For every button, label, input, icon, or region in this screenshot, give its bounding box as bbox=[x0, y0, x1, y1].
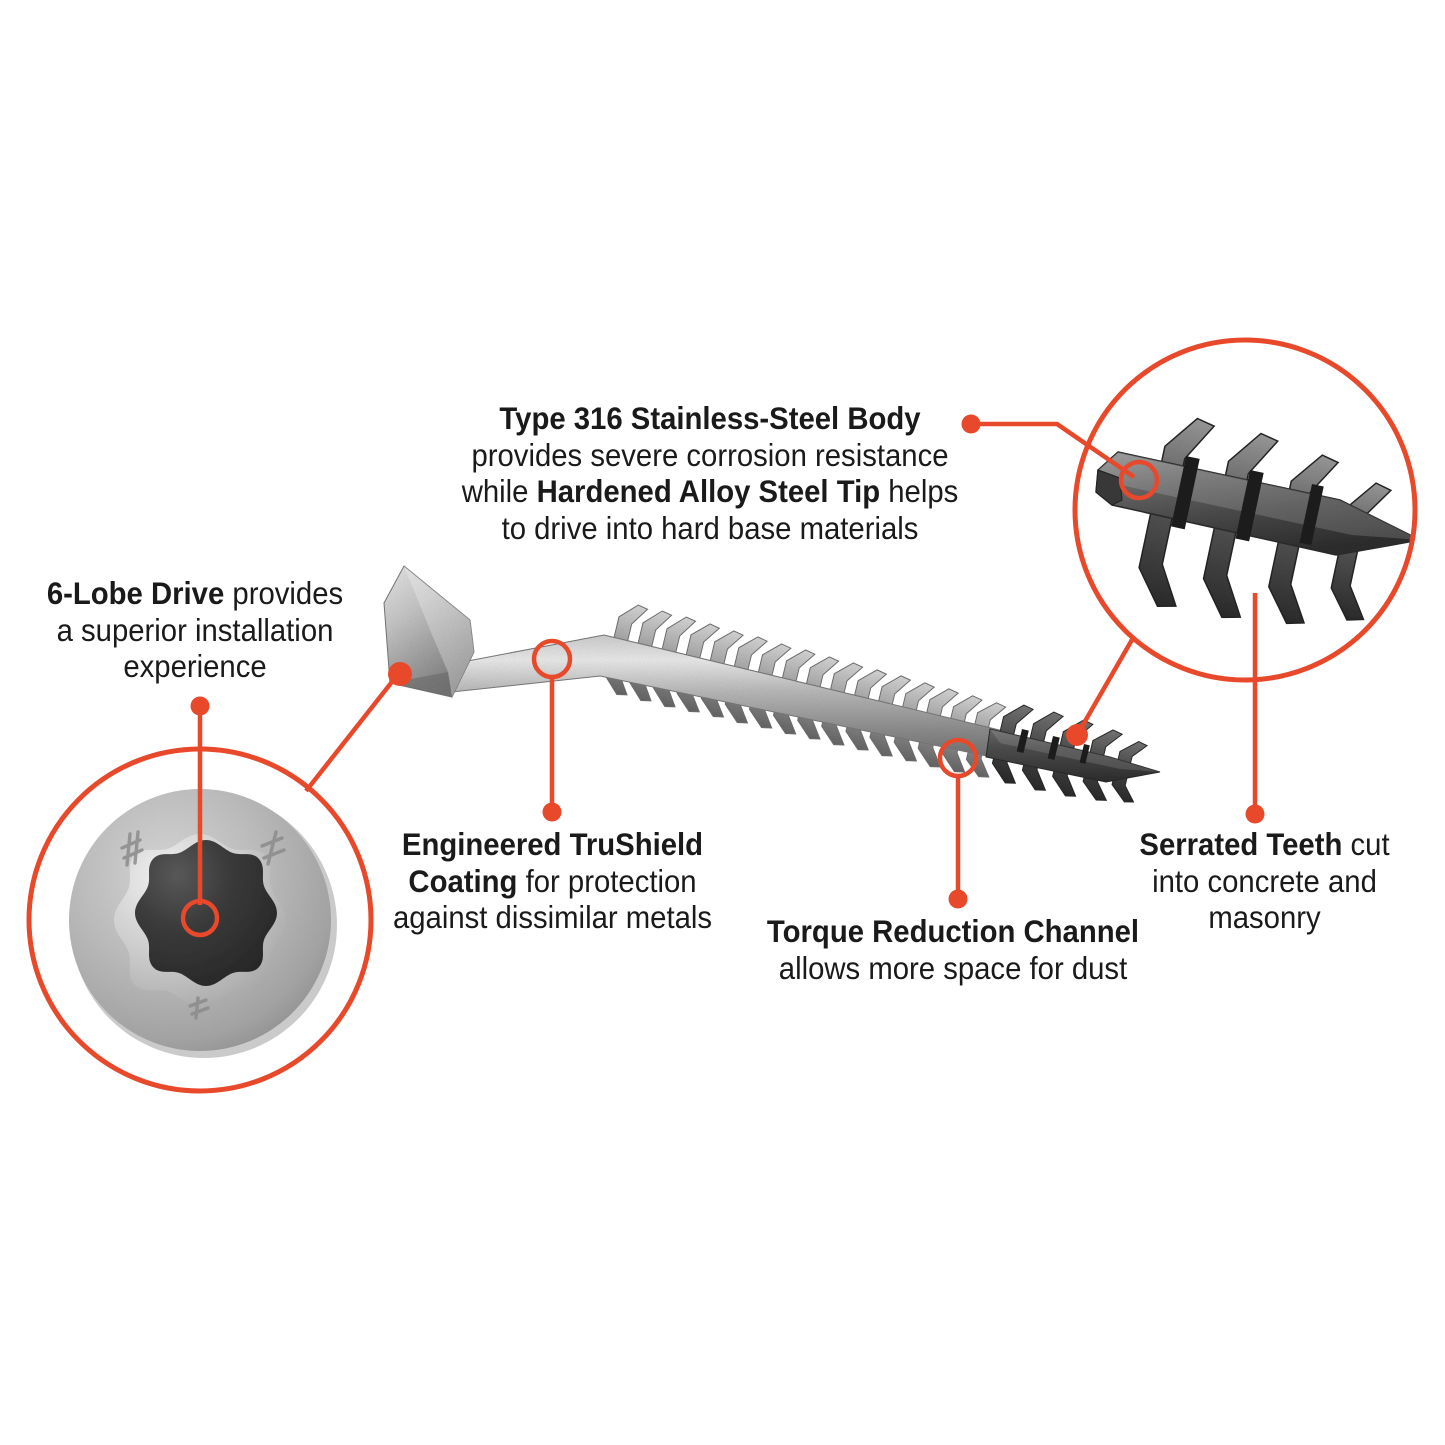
callout-torque-title: Torque Reduction Channel bbox=[766, 913, 1140, 949]
screw-illustration bbox=[383, 565, 1161, 803]
callout-lobe-drive-line1b: provides bbox=[224, 575, 344, 611]
marker-lobe-ring bbox=[180, 898, 220, 938]
magnified-serrations bbox=[1171, 455, 1324, 546]
callout-serrated-line1b: cut bbox=[1342, 826, 1390, 862]
head-embossed-marks bbox=[120, 830, 286, 1020]
callout-lobe-drive-line2: a superior installation bbox=[56, 611, 334, 648]
callout-stainless-body-line4: to drive into hard base materials bbox=[501, 509, 919, 546]
callout-stainless-body-line2: provides severe corrosion resistance bbox=[471, 436, 949, 473]
marker-serrated-dot bbox=[1245, 804, 1265, 824]
tip-detail-graphic bbox=[1072, 337, 1418, 683]
callout-stainless-body: Type 316 Stainless-Steel Body provides s… bbox=[430, 400, 990, 546]
serration-notches bbox=[1016, 729, 1090, 764]
callout-trushield-coating: Engineered TruShield Coating for protect… bbox=[370, 826, 735, 936]
callout-serrated-title: Serrated Teeth bbox=[1139, 826, 1343, 862]
callout-torque-channel: Torque Reduction Channel allows more spa… bbox=[748, 913, 1158, 986]
tip-highlight bbox=[990, 729, 1160, 772]
callout-serrated-teeth: Serrated Teeth cut into concrete and mas… bbox=[1112, 826, 1417, 936]
marker-coating-ring bbox=[531, 638, 573, 680]
leader-stainless-body bbox=[976, 421, 1136, 479]
leader-serrated-branch bbox=[1078, 636, 1135, 732]
callout-trushield-line2b: for protection bbox=[517, 862, 697, 899]
marker-lobe-dot bbox=[190, 696, 210, 716]
marker-torque-dot bbox=[948, 889, 968, 909]
callout-stainless-body-line3a: while bbox=[461, 473, 537, 510]
marker-torque-ring bbox=[937, 737, 979, 779]
callout-serrated-line3: masonry bbox=[1208, 899, 1321, 936]
marker-head-dot bbox=[388, 662, 412, 686]
callout-trushield-line3: against dissimilar metals bbox=[392, 899, 713, 936]
marker-coating-dot bbox=[542, 802, 562, 822]
screw-tip-threads bbox=[991, 704, 1149, 803]
callout-lobe-drive-line3: experience bbox=[123, 648, 267, 685]
head-highlight bbox=[404, 566, 474, 697]
head-detail-graphic bbox=[26, 746, 374, 1094]
leader-lobe-branch bbox=[304, 676, 397, 793]
callout-lobe-drive: 6-Lobe Drive provides a superior install… bbox=[10, 575, 380, 685]
callout-stainless-body-emph: Hardened Alloy Steel Tip bbox=[536, 473, 881, 510]
callout-serrated-line2: into concrete and bbox=[1152, 862, 1377, 899]
marker-stainless-body-ring bbox=[1118, 459, 1160, 501]
callout-stainless-body-title: Type 316 Stainless-Steel Body bbox=[499, 400, 921, 436]
callout-lobe-drive-title: 6-Lobe Drive bbox=[46, 575, 225, 611]
lobe-recess bbox=[135, 840, 277, 986]
callout-trushield-title: Engineered TruShield bbox=[401, 826, 704, 862]
callout-torque-line2: allows more space for dust bbox=[778, 949, 1128, 986]
marker-serrated-tip-dot bbox=[1066, 724, 1088, 746]
head-shadow bbox=[390, 672, 452, 697]
tip-detail-circle bbox=[1072, 337, 1418, 683]
marker-stainless-body-dot bbox=[961, 414, 981, 434]
callout-trushield-title2: Coating bbox=[408, 862, 518, 899]
leader-lines bbox=[180, 414, 1265, 938]
callout-stainless-body-line3b: helps bbox=[880, 473, 959, 510]
